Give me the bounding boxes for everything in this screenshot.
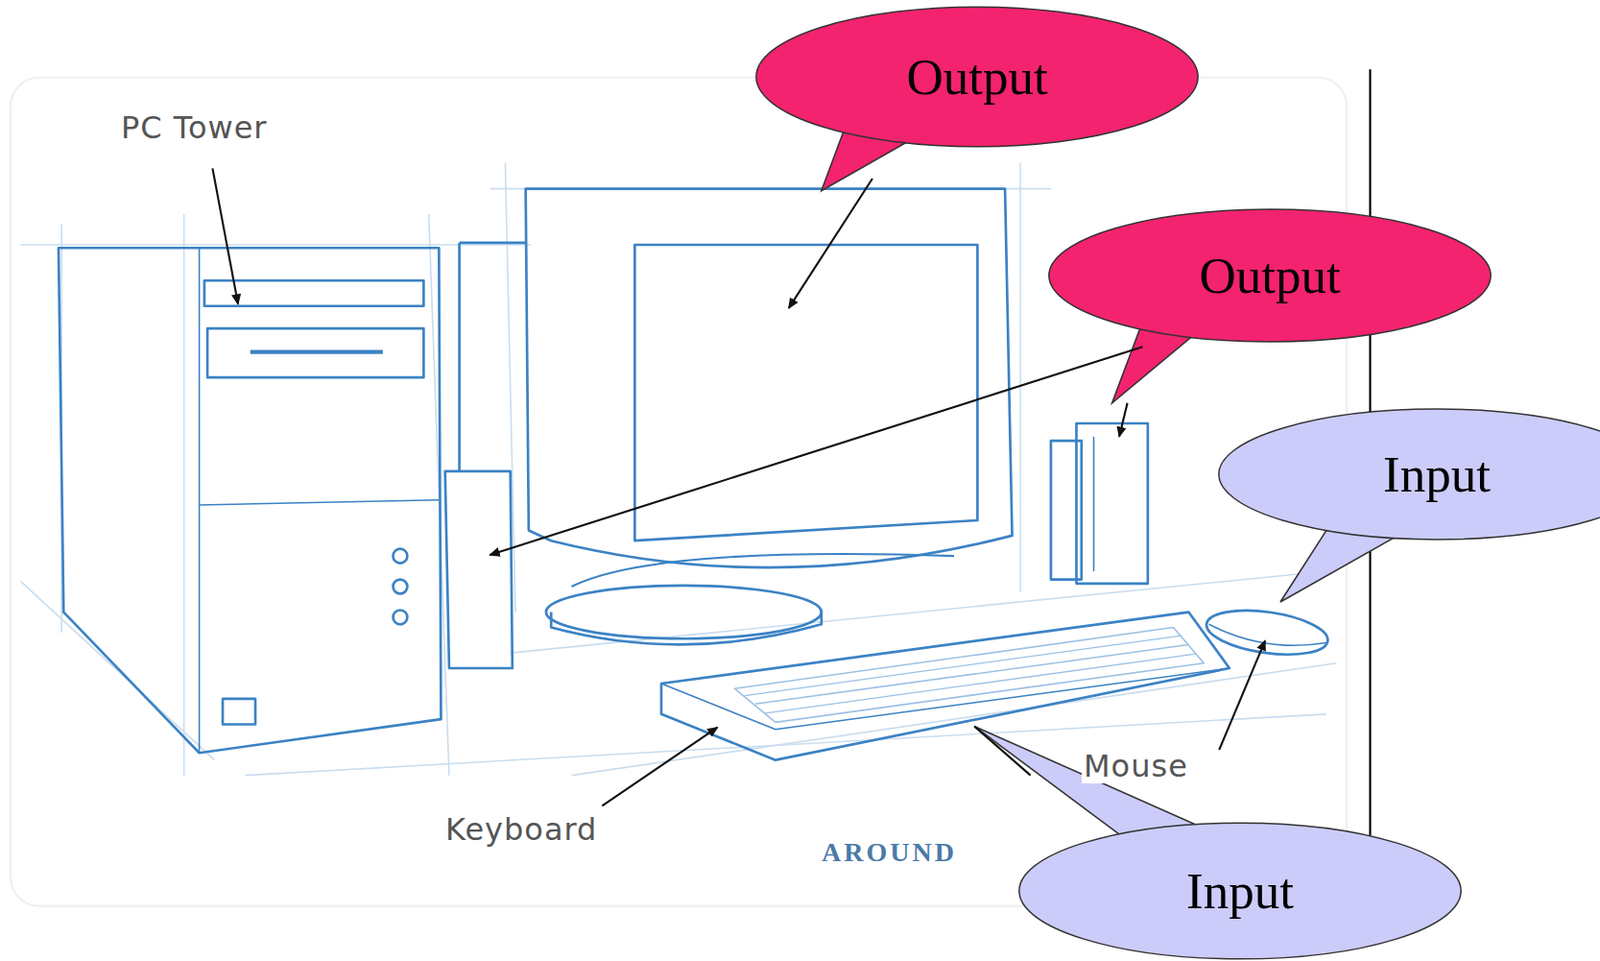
part-label: PC Tower <box>119 111 270 145</box>
input-callout: Input <box>1217 407 1600 541</box>
callout-text: Output <box>906 48 1048 105</box>
output-callout: Output <box>754 5 1200 148</box>
callout-text: Output <box>1198 247 1340 304</box>
input-callout: Input <box>1017 821 1463 960</box>
callout-text: Input <box>1383 446 1491 502</box>
callout-text: Input <box>1186 862 1294 919</box>
picture-frame <box>10 77 1347 907</box>
part-label: Mouse <box>1081 749 1191 784</box>
output-callout: Output <box>1047 208 1493 343</box>
part-label: Keyboard <box>443 812 599 847</box>
caption-fragment: AROUND <box>819 837 959 868</box>
